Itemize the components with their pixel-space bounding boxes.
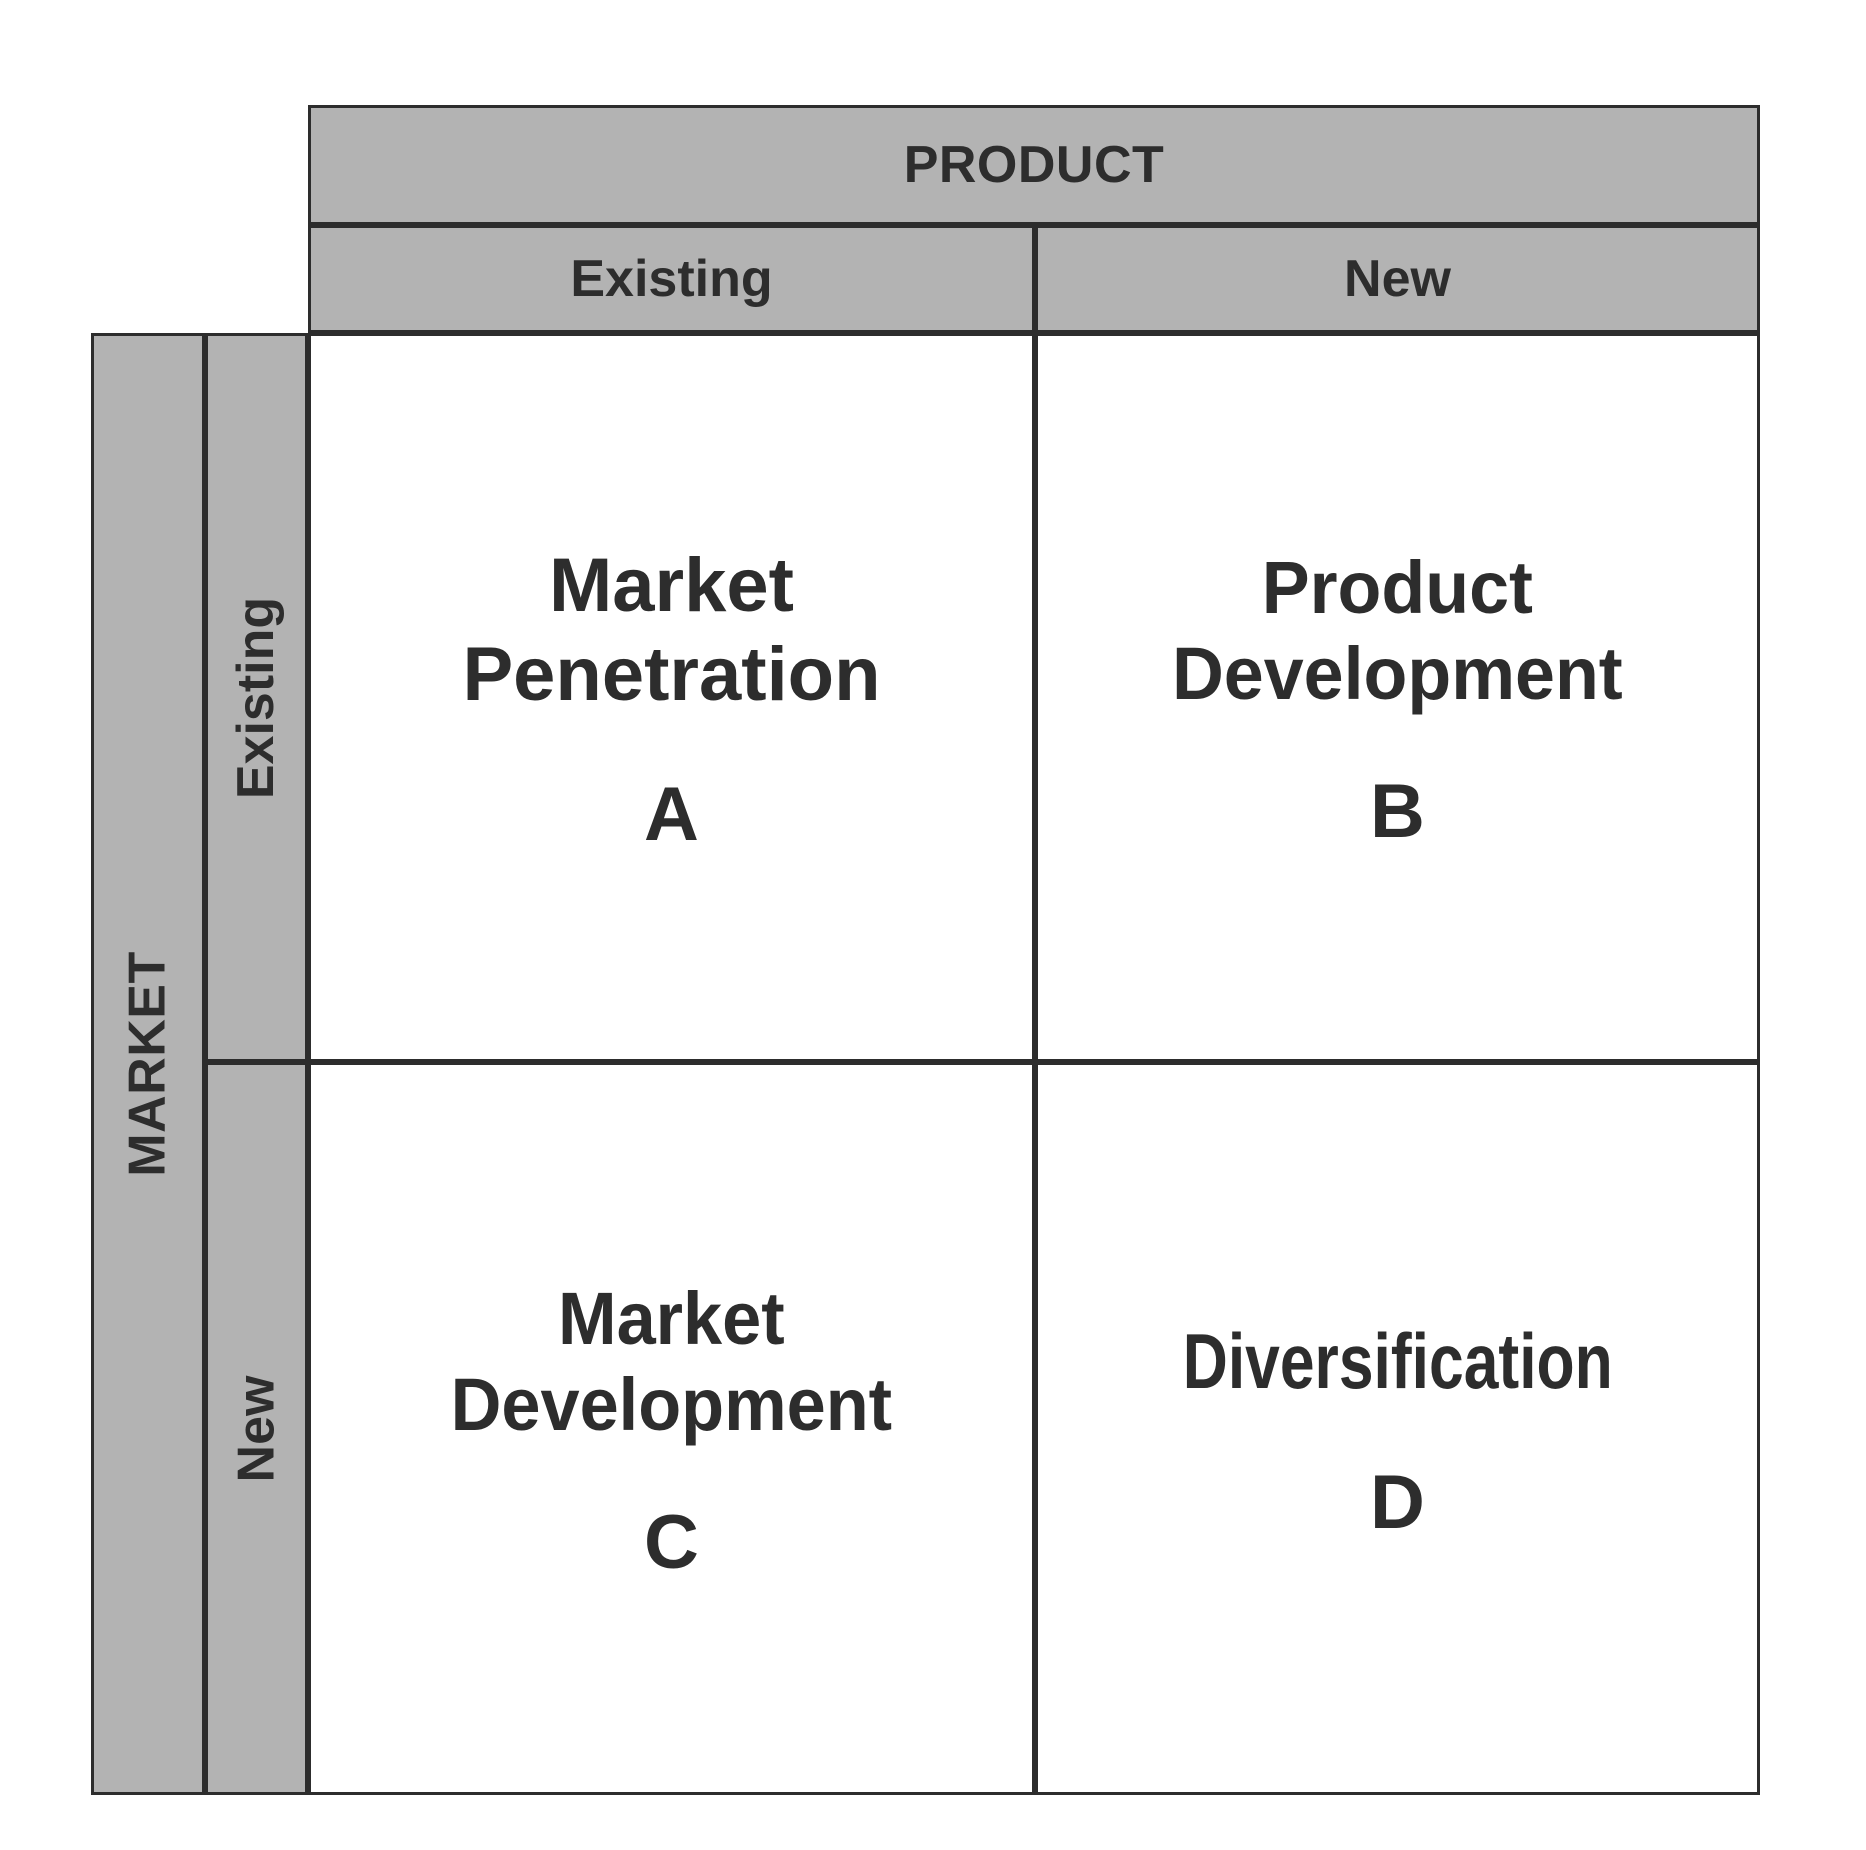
row-header-new-label: New [227, 1375, 286, 1482]
product-axis-header: PRODUCT [308, 105, 1760, 225]
quadrant-c-code: C [644, 1500, 699, 1586]
quadrant-b-code: B [1370, 769, 1425, 855]
quadrant-c-title: Market Development [450, 1276, 893, 1446]
column-header-new-label: New [1344, 250, 1451, 308]
quadrant-market-development: Market Development C [308, 1062, 1035, 1795]
row-header-new: New [205, 1062, 308, 1795]
quadrant-b-title: Product Development [1172, 545, 1623, 715]
quadrant-diversification: Diversification D [1035, 1062, 1760, 1795]
column-header-existing: Existing [308, 225, 1035, 333]
market-axis-label: MARKET [119, 951, 178, 1177]
column-header-new: New [1035, 225, 1760, 333]
quadrant-a-code: A [644, 771, 699, 857]
row-header-existing-label: Existing [227, 596, 286, 799]
quadrant-d-title: Diversification [1182, 1317, 1613, 1406]
market-axis-header: MARKET [91, 333, 205, 1795]
quadrant-market-penetration: Market Penetration A [308, 333, 1035, 1062]
quadrant-product-development: Product Development B [1035, 333, 1760, 1062]
column-header-existing-label: Existing [570, 250, 773, 308]
quadrant-a-title: Market Penetration [462, 543, 881, 717]
quadrant-d-code: D [1370, 1459, 1425, 1545]
product-axis-label: PRODUCT [903, 136, 1165, 194]
row-header-existing: Existing [205, 333, 308, 1062]
